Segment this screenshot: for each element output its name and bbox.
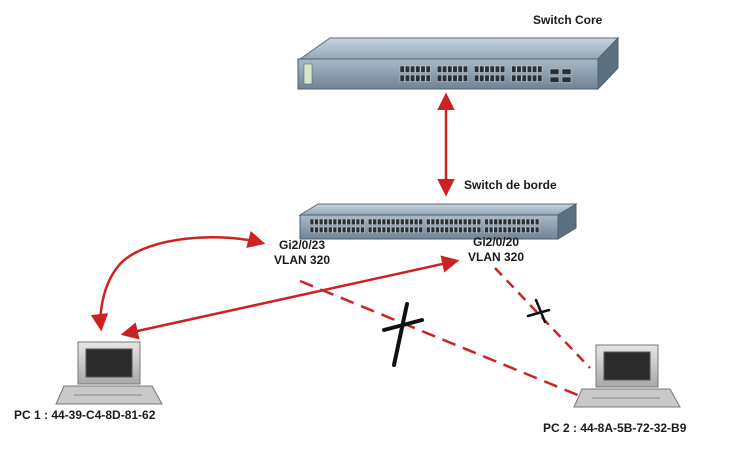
pc1-port20-arrow [120, 255, 460, 340]
pc2-computer [573, 344, 681, 408]
pc1-computer [55, 341, 163, 405]
port-gi2-0-23-name: Gi2/0/23 [278, 238, 326, 252]
port-gi2-0-20-label: Gi2/0/20 VLAN 320 [462, 235, 530, 265]
port-gi2-0-20-name: Gi2/0/20 [472, 235, 520, 249]
edge-switch-label: Switch de borde [464, 178, 557, 192]
pc2-label: PC 2 : 44-8A-5B-72-32-B9 [543, 421, 687, 435]
break-mark-small [526, 298, 551, 324]
core-switch [297, 36, 620, 91]
edge-switch [298, 203, 578, 240]
pc1-label: PC 1 : 44-39-C4-8D-81-62 [14, 408, 156, 422]
port-gi2-0-20-vlan: VLAN 320 [467, 250, 525, 264]
pc1-port23-arrow [90, 230, 266, 332]
port-gi2-0-23-label: Gi2/0/23 VLAN 320 [268, 238, 336, 268]
core-switch-label: Switch Core [533, 13, 603, 27]
break-mark-large [382, 302, 424, 367]
port-gi2-0-23-vlan: VLAN 320 [273, 253, 331, 267]
port23-pc2-dashed-link [299, 279, 586, 400]
